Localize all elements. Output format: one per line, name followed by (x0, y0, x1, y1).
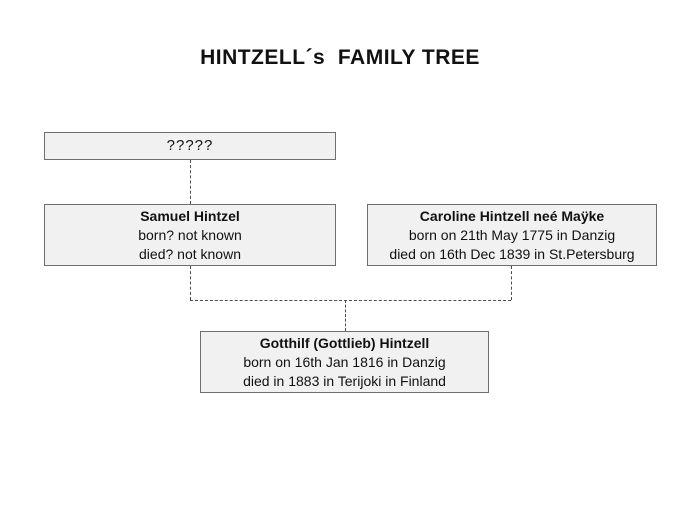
samuel-born: born? not known (138, 226, 242, 243)
samuel-name: Samuel Hintzel (140, 207, 240, 224)
gotthilf-name: Gotthilf (Gottlieb) Hintzell (259, 334, 430, 351)
diagram-title: HINTZELL´s FAMILY TREE (200, 46, 480, 69)
connector-to-gotthilf (345, 300, 346, 331)
caroline-died: died on 16th Dec 1839 in St.Petersburg (389, 245, 635, 262)
node-samuel-hintzel: Samuel Hintzel born? not known died? not… (44, 204, 336, 266)
node-caroline-hintzell: Caroline Hintzell neé Maÿke born on 21th… (367, 204, 657, 266)
connector-samuel-down (190, 266, 191, 300)
unknown-ancestor-label: ????? (166, 137, 214, 154)
caroline-name: Caroline Hintzell neé Maÿke (419, 207, 605, 224)
connector-marriage-bus (190, 300, 511, 301)
gotthilf-born: born on 16th Jan 1816 in Danzig (243, 353, 446, 370)
connector-caroline-down (511, 266, 512, 300)
caroline-born: born on 21th May 1775 in Danzig (408, 226, 616, 243)
gotthilf-died: died in 1883 in Terijoki in Finland (243, 372, 446, 389)
samuel-died: died? not known (139, 245, 241, 262)
node-unknown-ancestor: ????? (44, 132, 336, 160)
node-gotthilf-hintzell: Gotthilf (Gottlieb) Hintzell born on 16t… (200, 331, 489, 393)
connector-unknown-to-samuel (190, 160, 191, 204)
